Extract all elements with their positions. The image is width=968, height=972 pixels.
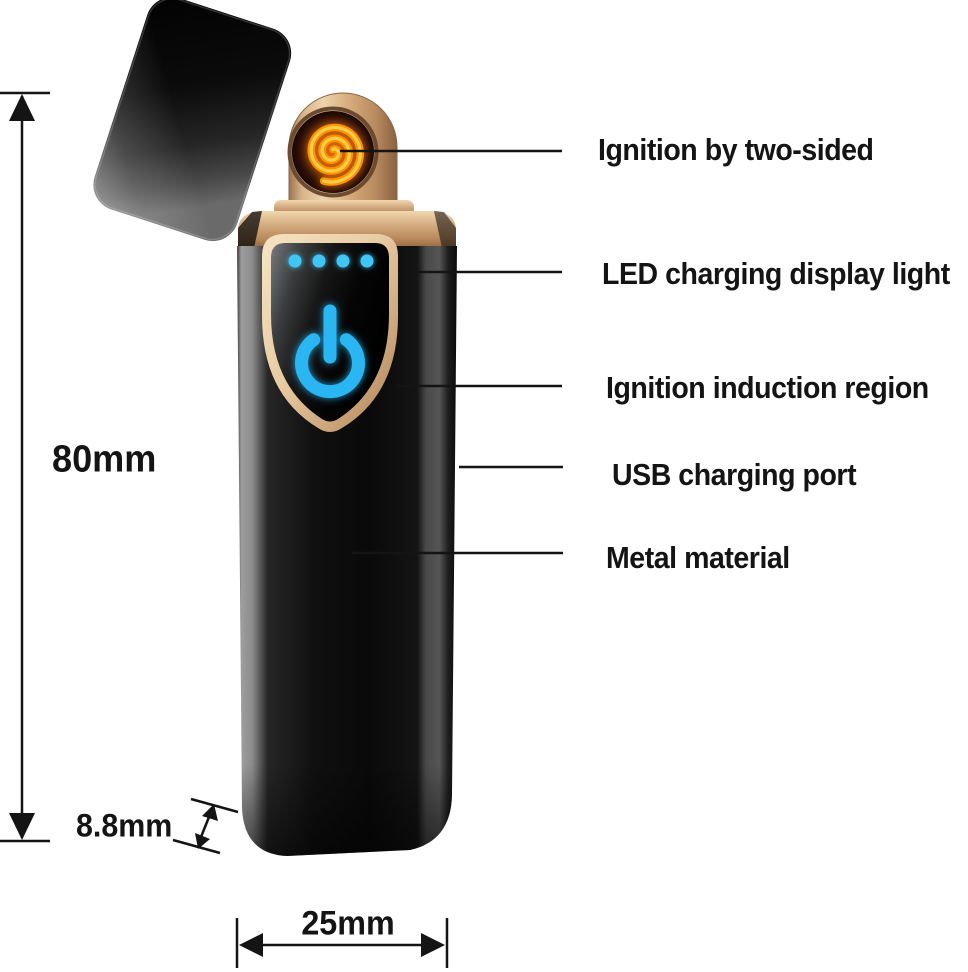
touch-panel xyxy=(262,234,398,432)
dimension-arrow-down xyxy=(9,813,35,840)
dimension-base-label: 8.8mm xyxy=(76,807,173,844)
coil-housing xyxy=(287,92,398,233)
dimension-arrow-left xyxy=(239,933,263,957)
led-dot xyxy=(288,254,302,268)
dimension-arrow-up xyxy=(202,804,218,821)
dimension-base xyxy=(172,797,239,855)
callout-label-usb-port: USB charging port xyxy=(612,457,857,492)
callout-label-metal-material: Metal material xyxy=(606,540,790,575)
callout-label-led-display: LED charging display light xyxy=(602,256,950,291)
led-dot xyxy=(360,254,374,268)
dimension-height-label: 80mm xyxy=(52,438,157,481)
dimension-width xyxy=(235,918,449,968)
led-charging-dots xyxy=(288,254,374,268)
led-dot xyxy=(336,254,350,268)
body-shoulder xyxy=(238,200,456,248)
led-dot xyxy=(312,254,326,268)
dimension-width-label: 25mm xyxy=(301,904,395,943)
callout-leader-lines xyxy=(340,149,563,555)
callout-label-ignition-coil: Ignition by two-sided xyxy=(598,132,874,167)
dimension-height xyxy=(0,91,50,843)
callout-label-induction-region: Ignition induction region xyxy=(606,370,929,405)
power-icon xyxy=(295,304,365,398)
dimension-arrow-up xyxy=(9,94,35,121)
heating-coil xyxy=(307,123,365,186)
flip-cap xyxy=(93,0,292,242)
dimension-arrow-down xyxy=(195,833,210,849)
dimension-arrow-right xyxy=(421,933,445,957)
